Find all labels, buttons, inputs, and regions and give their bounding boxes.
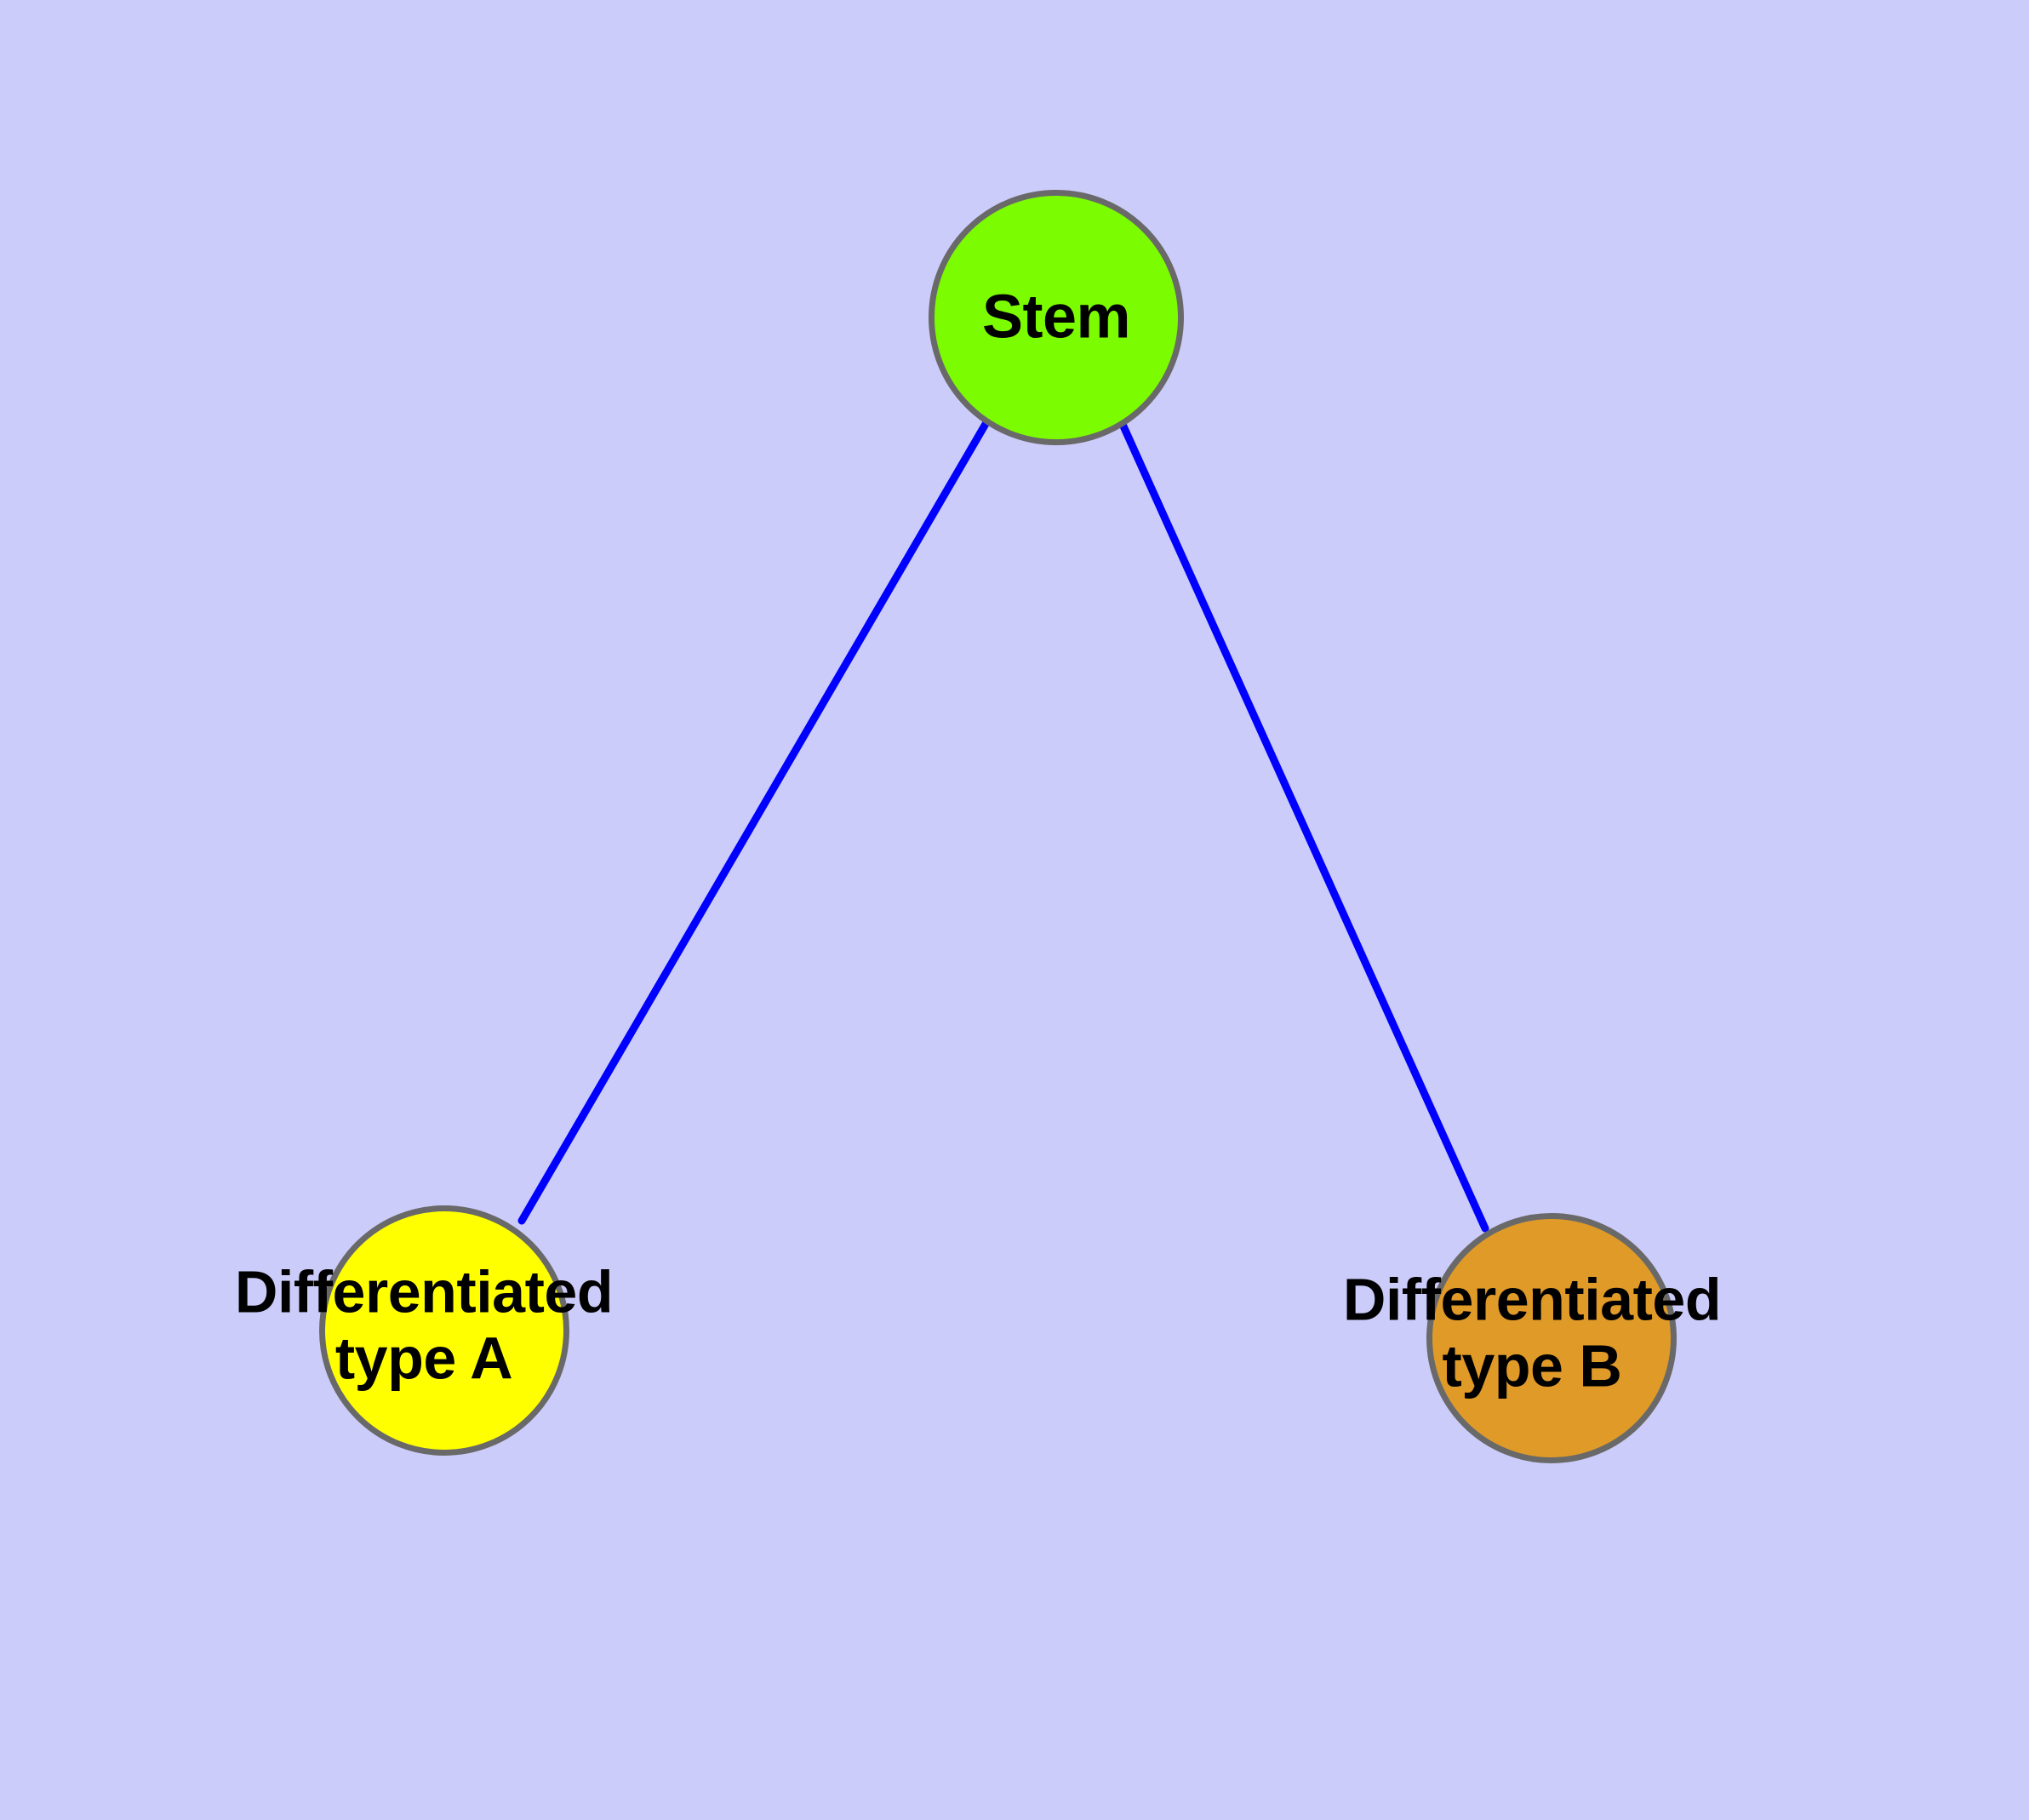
edge-stem-to-diff-b[interactable] (1117, 416, 1489, 1233)
edge-stem-to-diff-a[interactable] (517, 420, 990, 1225)
node-differentiated-type-b[interactable] (1426, 1213, 1677, 1463)
node-stem[interactable] (929, 190, 1184, 445)
node-differentiated-type-a[interactable] (319, 1205, 569, 1456)
